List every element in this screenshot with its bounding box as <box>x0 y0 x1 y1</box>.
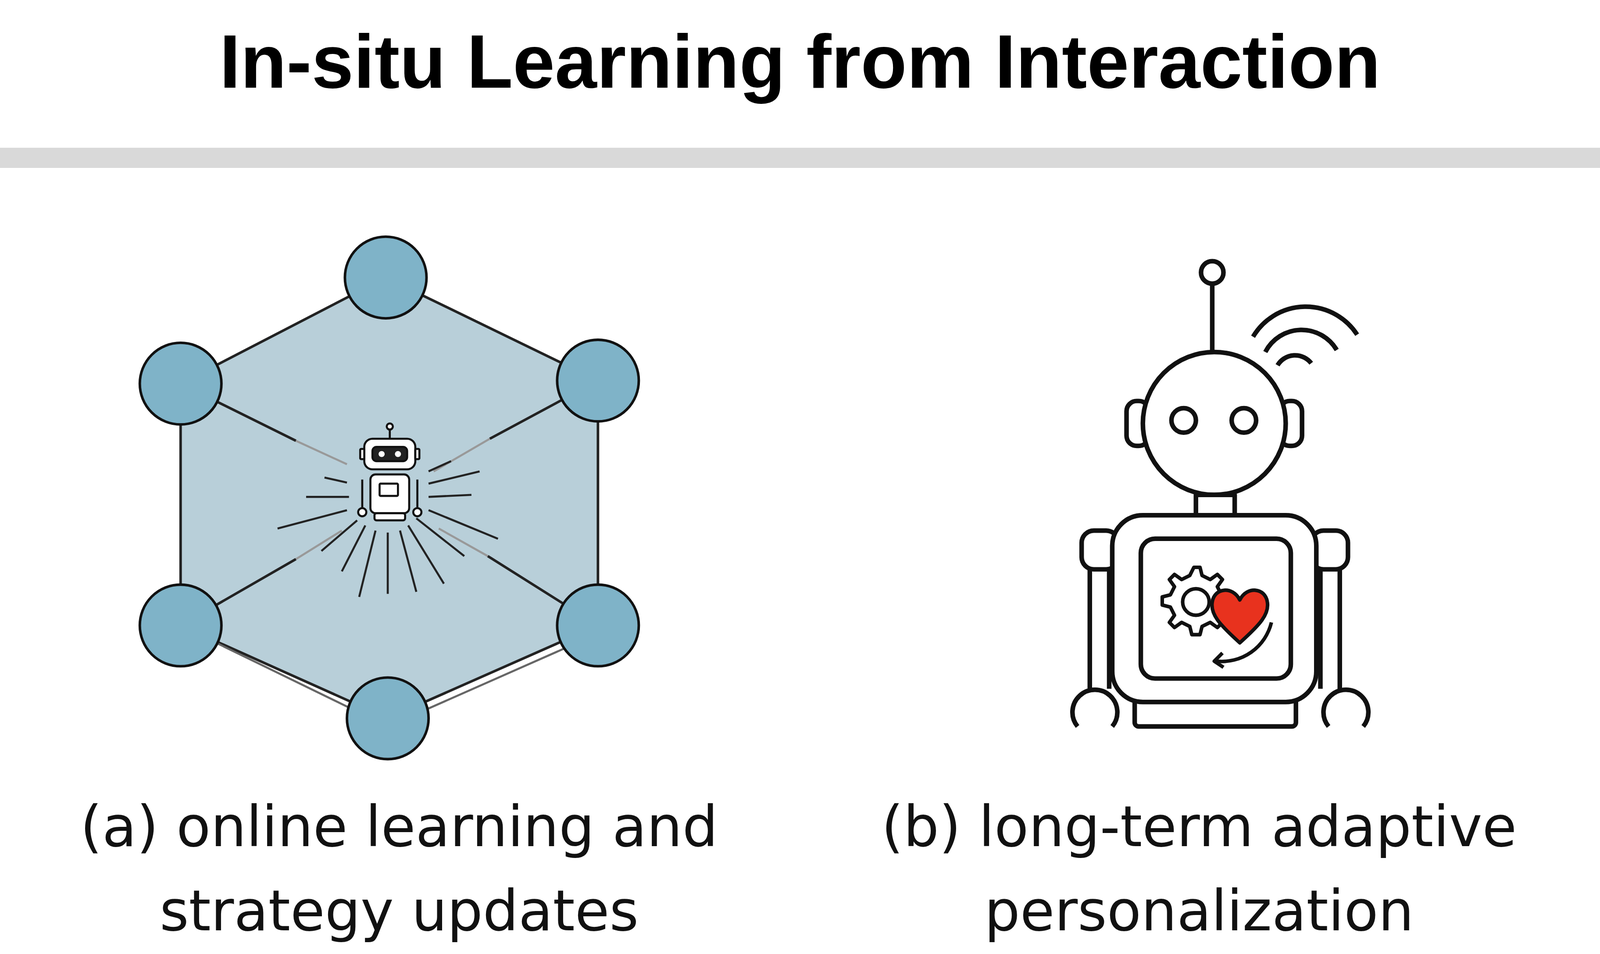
illustration-part <box>364 439 416 470</box>
adaptive-robot <box>1072 261 1369 727</box>
illustration-part <box>408 525 444 585</box>
illustration-part <box>394 451 401 458</box>
caption: (a) online learning and strategy updates <box>26 785 772 954</box>
illustration-part <box>1265 329 1337 352</box>
illustration-part <box>413 508 422 517</box>
illustration-part <box>415 449 420 460</box>
illustration-part <box>1162 567 1272 668</box>
network-hexagon <box>139 236 640 760</box>
illustration-part <box>277 510 347 529</box>
illustration-part <box>1231 408 1257 433</box>
illustration-part <box>557 339 639 422</box>
illustration-part <box>428 471 480 484</box>
illustration-part <box>416 479 419 509</box>
illustration-part <box>1182 589 1209 616</box>
caption: (b) long-term adaptive personalization <box>826 785 1572 954</box>
illustration-part <box>296 439 490 560</box>
illustration-part <box>1142 352 1286 496</box>
illustration-part <box>1323 689 1369 727</box>
illustration-part <box>374 513 406 521</box>
illustration-part <box>557 585 639 667</box>
illustration-part <box>1337 569 1342 690</box>
illustration-part <box>346 677 429 760</box>
illustration-part <box>1087 569 1092 690</box>
title-text: In-situ Learning from Interaction <box>219 17 1381 106</box>
illustration-part <box>306 496 350 499</box>
illustration-part <box>416 518 465 557</box>
illustration-part <box>359 530 376 597</box>
illustration-part <box>321 520 358 552</box>
illustration-part <box>1211 590 1268 643</box>
illustration-part <box>1112 515 1317 703</box>
illustration-part <box>378 451 385 458</box>
illustration-part <box>433 439 490 472</box>
illustration-part <box>1317 569 1323 690</box>
illustration-part <box>296 530 343 560</box>
illustration-part <box>344 236 427 319</box>
illustration-part <box>370 474 410 514</box>
illustration-part <box>180 277 599 719</box>
illustration-part <box>139 236 640 760</box>
illustration-part <box>324 477 347 483</box>
center-robot <box>277 423 499 598</box>
title: In-situ Learning from Interaction <box>0 17 1600 106</box>
illustration-part <box>277 461 499 598</box>
illustration-part <box>1210 283 1215 353</box>
illustration-part <box>1140 539 1291 679</box>
illustration-part <box>379 483 398 497</box>
illustration-part <box>139 585 222 667</box>
illustration-part <box>360 449 365 460</box>
illustration-part <box>1200 261 1224 284</box>
divider-bar <box>0 147 1600 168</box>
illustration-part <box>296 440 347 465</box>
illustration-part <box>386 423 393 430</box>
illustration-part <box>428 495 472 498</box>
illustration-part <box>180 380 599 626</box>
illustration-part <box>1214 653 1224 668</box>
illustration-part <box>428 461 451 472</box>
illustration-part <box>400 530 417 593</box>
illustration-part <box>1171 408 1197 433</box>
illustration-part <box>358 508 367 517</box>
illustration-part <box>1277 355 1312 366</box>
illustration-part <box>386 532 390 595</box>
illustration-part <box>428 510 498 540</box>
illustration-part <box>341 525 366 572</box>
illustration-part <box>139 342 222 425</box>
illustration-part <box>1072 689 1118 727</box>
illustration-part <box>372 446 408 462</box>
illustration-part <box>361 479 364 509</box>
